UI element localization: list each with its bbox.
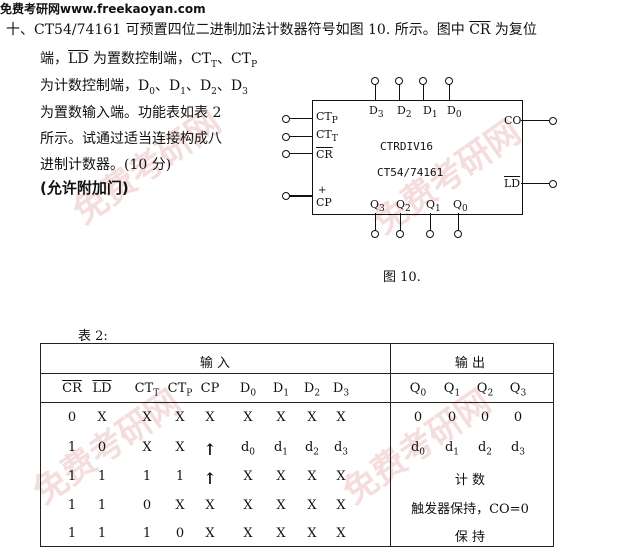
table-cell: X xyxy=(336,498,346,513)
table-cell: 1 xyxy=(142,469,152,484)
table-cell: 1 xyxy=(67,440,77,455)
question-line-6: 进制计数器。(10 分) xyxy=(40,157,172,173)
table-cell: X xyxy=(175,440,185,455)
table-cell: 1 xyxy=(67,469,77,484)
question-line-5: 所示。试通过适当连接构成八 xyxy=(40,131,222,147)
column-header: Q0 xyxy=(409,381,427,399)
table-cell-output-text: 触发器保持，CO=0 xyxy=(411,502,529,517)
column-header: CTT xyxy=(134,381,160,399)
column-header: CTP xyxy=(167,381,193,399)
table-cell: 1 xyxy=(67,526,77,541)
table-cell: ↑ xyxy=(203,469,217,488)
table-cell: d0 xyxy=(240,440,256,458)
table-cell: X xyxy=(205,498,215,513)
table-cell: d1 xyxy=(273,440,289,458)
chip-title: CTRDIV16 xyxy=(380,140,433,153)
pin-label-d0: D0 xyxy=(447,104,462,121)
table-cell: 1 xyxy=(175,469,185,484)
site-header: 免费考研网www.freekaoyan.com xyxy=(0,2,206,16)
table-cell: 1 xyxy=(67,498,77,513)
table-cell: 0 xyxy=(97,440,107,455)
table-cell: X xyxy=(142,440,152,455)
table-cell: d3 xyxy=(510,440,526,458)
pin-label-ctt: CTT xyxy=(316,128,338,145)
table-cell: 0 xyxy=(513,410,523,425)
table-cell: X xyxy=(336,469,346,484)
table-cell: X xyxy=(243,498,253,513)
pin-label-cr: CR xyxy=(316,148,333,161)
table-cell: X xyxy=(276,410,286,425)
column-header: D0 xyxy=(239,381,257,399)
column-header: Q1 xyxy=(443,381,461,399)
pin-label-ctp: CTP xyxy=(316,110,338,127)
table-cell: X xyxy=(175,410,185,425)
table-cell: 0 xyxy=(447,410,457,425)
table-cell: X xyxy=(276,469,286,484)
pin-label-cp: CP xyxy=(316,196,332,209)
table-cell: 1 xyxy=(97,526,107,541)
table-cell: X xyxy=(243,526,253,541)
question-line-3: 为计数控制端，D0、D1、D2、D3 xyxy=(40,78,248,97)
column-header: CP xyxy=(200,381,220,396)
table-cell: X xyxy=(97,410,107,425)
question-line-1: 十、CT54/74161 可预置四位二进制加法计数器符号如图 10. 所示。图中… xyxy=(6,22,537,38)
table-cell: 0 xyxy=(480,410,490,425)
handwritten-note: (允许附加门) xyxy=(40,179,129,197)
table-cell-output-text: 保 持 xyxy=(454,530,486,545)
column-header: LD xyxy=(92,381,112,396)
header-output-group: 输 出 xyxy=(454,356,486,371)
table-cell: X xyxy=(276,498,286,513)
pin-label-d1: D1 xyxy=(423,104,438,121)
table-cell: d3 xyxy=(333,440,349,458)
table-cell: X xyxy=(243,410,253,425)
question-line-2: 端，LD 为置数控制端，CTT、CTP xyxy=(40,51,258,70)
column-header: D1 xyxy=(272,381,290,399)
pin-label-q2: Q2 xyxy=(396,198,411,215)
pin-label-d3: D3 xyxy=(369,104,384,121)
table-cell: d2 xyxy=(304,440,320,458)
table-cell: X xyxy=(307,469,317,484)
chip-body xyxy=(312,100,523,215)
pin-label-d2: D2 xyxy=(397,104,412,121)
pin-label-q0: Q0 xyxy=(453,198,468,215)
table-cell: X xyxy=(307,526,317,541)
table-cell: d0 xyxy=(410,440,426,458)
table-cell: 1 xyxy=(97,498,107,513)
pin-label-q1: Q1 xyxy=(426,198,441,215)
figure-caption: 图 10. xyxy=(383,270,421,285)
table-cell: X xyxy=(243,469,253,484)
table-cell: d2 xyxy=(477,440,493,458)
table-cell: X xyxy=(175,498,185,513)
table-cell-output-text: 计 数 xyxy=(454,473,486,488)
table-cell: X xyxy=(307,410,317,425)
table-cell: X xyxy=(205,526,215,541)
table-cell: X xyxy=(142,410,152,425)
table-cell: X xyxy=(336,410,346,425)
table-cell: 0 xyxy=(67,410,77,425)
table-cell: 1 xyxy=(97,469,107,484)
pin-label-co: CO xyxy=(504,114,522,127)
table-cell: 0 xyxy=(175,526,185,541)
column-header: CR xyxy=(62,381,82,396)
table-cell: 0 xyxy=(142,498,152,513)
table-caption: 表 2: xyxy=(78,329,108,344)
table-cell: X xyxy=(307,498,317,513)
table-cell: d1 xyxy=(444,440,460,458)
column-header: D2 xyxy=(303,381,321,399)
table-cell: X xyxy=(336,526,346,541)
table-cell: ↑ xyxy=(203,440,217,459)
table-cell: X xyxy=(276,526,286,541)
pin-label-q3: Q3 xyxy=(370,198,385,215)
column-header: Q2 xyxy=(476,381,494,399)
table-cell: 0 xyxy=(413,410,423,425)
chip-part-number: CT54/74161 xyxy=(377,166,444,179)
table-cell: 1 xyxy=(142,526,152,541)
column-header: D3 xyxy=(332,381,350,399)
pin-label-ld: LD xyxy=(504,177,521,190)
header-input-group: 输 入 xyxy=(199,356,231,371)
table-cell: X xyxy=(205,410,215,425)
question-line-4: 为置数输入端。功能表如表 2 xyxy=(40,105,222,121)
column-header: Q3 xyxy=(509,381,527,399)
